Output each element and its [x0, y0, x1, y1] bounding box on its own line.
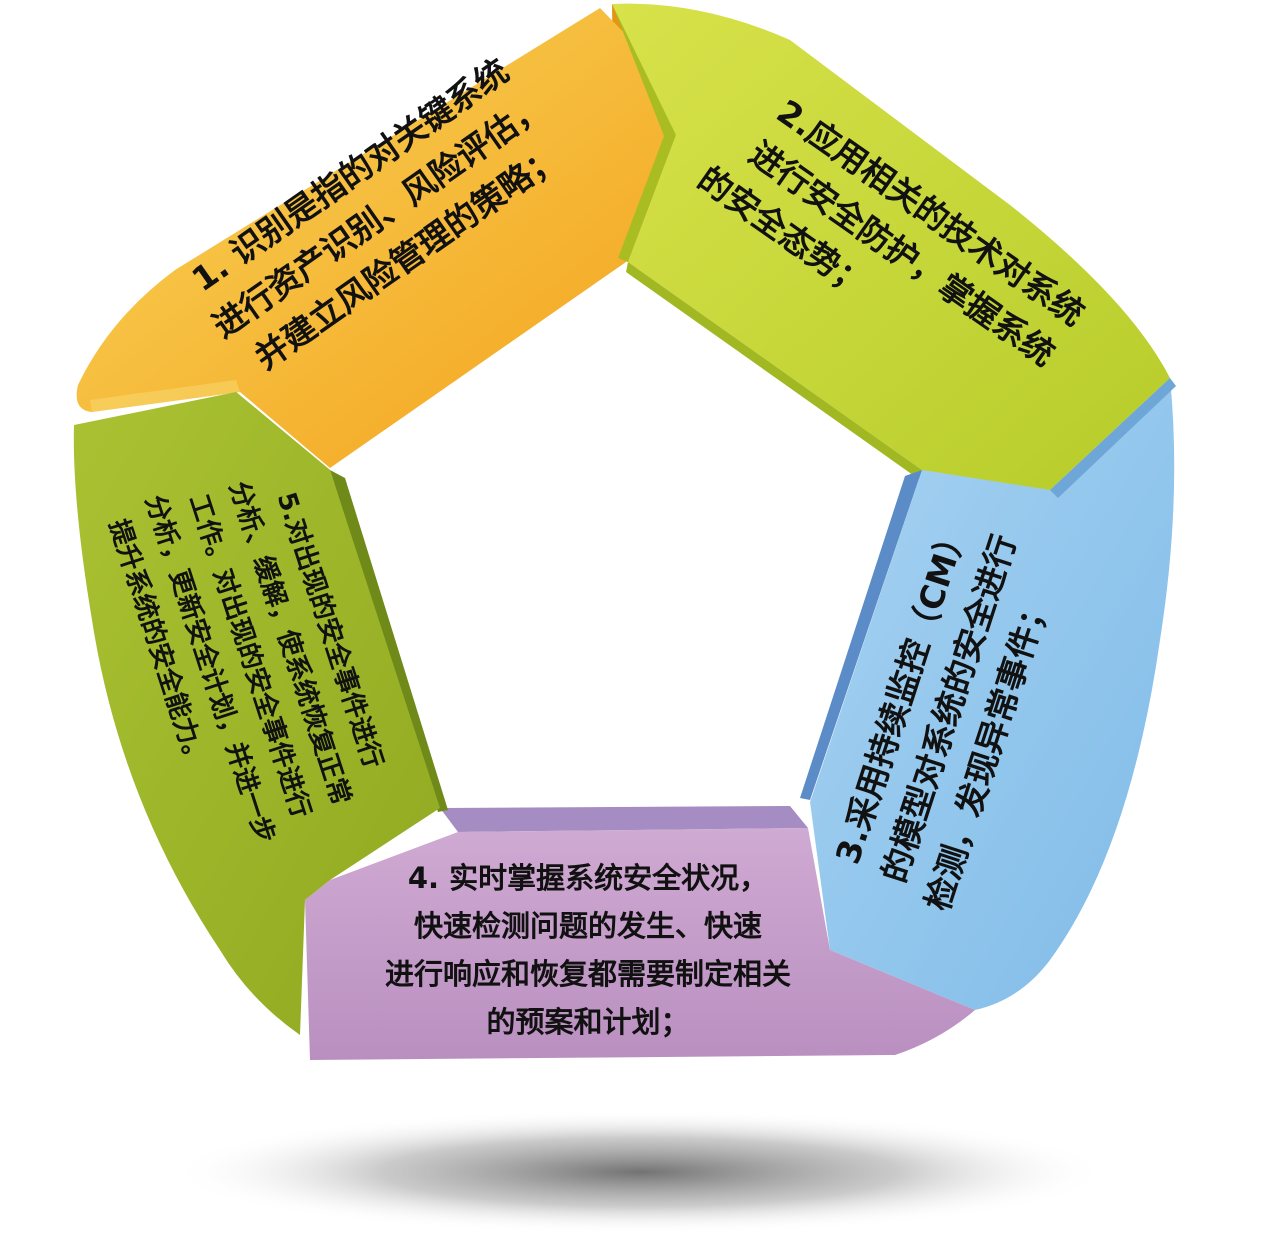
segment-respond-shape [305, 828, 975, 1060]
segment-detect-shape [810, 378, 1175, 1010]
segment-recover-side [330, 470, 448, 812]
floor-shadow [170, 1110, 1110, 1234]
segment-respond-top [440, 806, 808, 832]
segment-protect-side [612, 4, 676, 262]
segment-respond-line-1: 4. 实时掌握系统安全状况， [408, 861, 768, 895]
segment-respond-line-4: 的预案和计划； [486, 1005, 689, 1039]
segment-respond-line-3: 进行响应和恢复都需要制定相关 [385, 957, 791, 991]
segment-identify-shape [76, 8, 675, 468]
segment-respond-text: 4. 实时掌握系统安全状况， 快速检测问题的发生、快速 进行响应和恢复都需要制定… [385, 861, 791, 1039]
segment-respond [305, 806, 975, 1060]
segment-identify-highlight [90, 380, 240, 412]
segment-protect [612, 3, 1170, 498]
segment-recover [73, 392, 448, 1035]
segment-detect-edge [1050, 378, 1176, 498]
segment-respond-line-2: 快速检测问题的发生、快速 [414, 909, 762, 943]
segment-recover-shape [73, 392, 441, 1035]
segment-detect-side [800, 470, 922, 800]
segment-detect [800, 378, 1176, 1010]
segment-protect-shape [612, 3, 1170, 491]
